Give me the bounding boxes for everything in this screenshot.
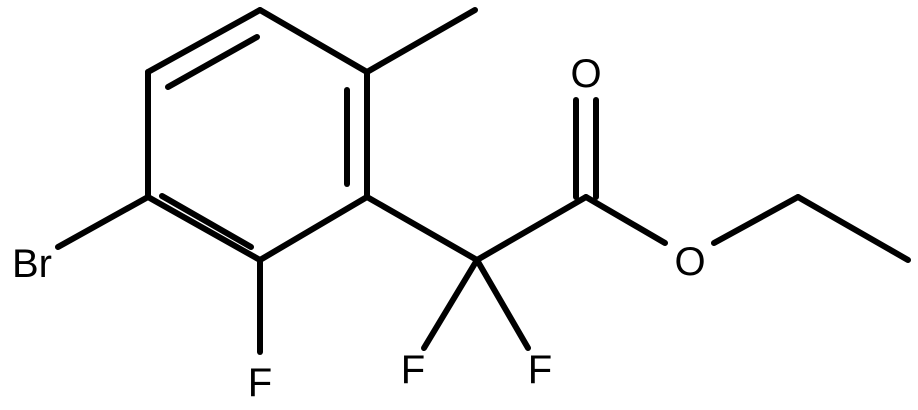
bond-carbonyl-o-ester bbox=[583, 194, 668, 246]
bond-methyl bbox=[364, 7, 478, 75]
bond-group bbox=[55, 7, 911, 355]
bond-ring-c1-c2 bbox=[145, 7, 263, 75]
bond-ring-c3-c4 bbox=[145, 194, 263, 263]
bond-c-br bbox=[55, 194, 151, 250]
bond-ring-c4-c5 bbox=[257, 194, 370, 263]
bond-cf2-f-left bbox=[421, 257, 480, 351]
atom-o-carbonyl-label: O bbox=[570, 52, 601, 96]
bond-cf2-f-right bbox=[474, 257, 531, 351]
bond-ring-cf2 bbox=[364, 194, 480, 263]
atom-o-ester-label: O bbox=[674, 240, 705, 284]
bond-o-ethyl bbox=[711, 194, 801, 246]
atom-br-label: Br bbox=[12, 242, 52, 286]
atom-f-ring-label: F bbox=[248, 361, 272, 405]
bond-ethyl bbox=[795, 194, 911, 263]
bond-ring-c6-c1 bbox=[257, 7, 370, 75]
atom-f-left-label: F bbox=[401, 348, 425, 392]
bond-ring-inner-lower-left bbox=[159, 193, 254, 250]
bond-cf2-carbonyl bbox=[474, 194, 589, 263]
bond-ring-inner-top bbox=[165, 34, 260, 90]
atom-f-right-label: F bbox=[528, 348, 552, 392]
atom-label-group: Br F F F O O bbox=[12, 52, 706, 405]
